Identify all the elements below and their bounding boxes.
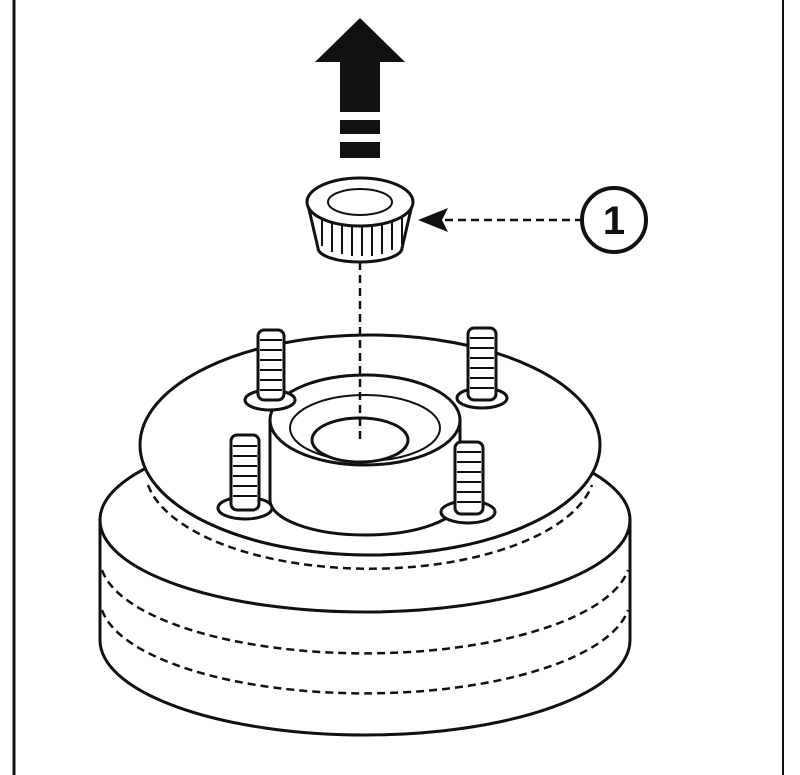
brake-drum [98,333,632,737]
stud [216,433,274,521]
callout-leader [418,208,582,232]
wheel-bearing [305,176,415,264]
stud [243,328,297,412]
stud [455,326,509,410]
up-arrow-icon [315,18,405,158]
callout-1: 1 [580,186,648,254]
stud [439,440,497,525]
callout-label: 1 [603,199,625,243]
wheel-studs [216,326,509,525]
